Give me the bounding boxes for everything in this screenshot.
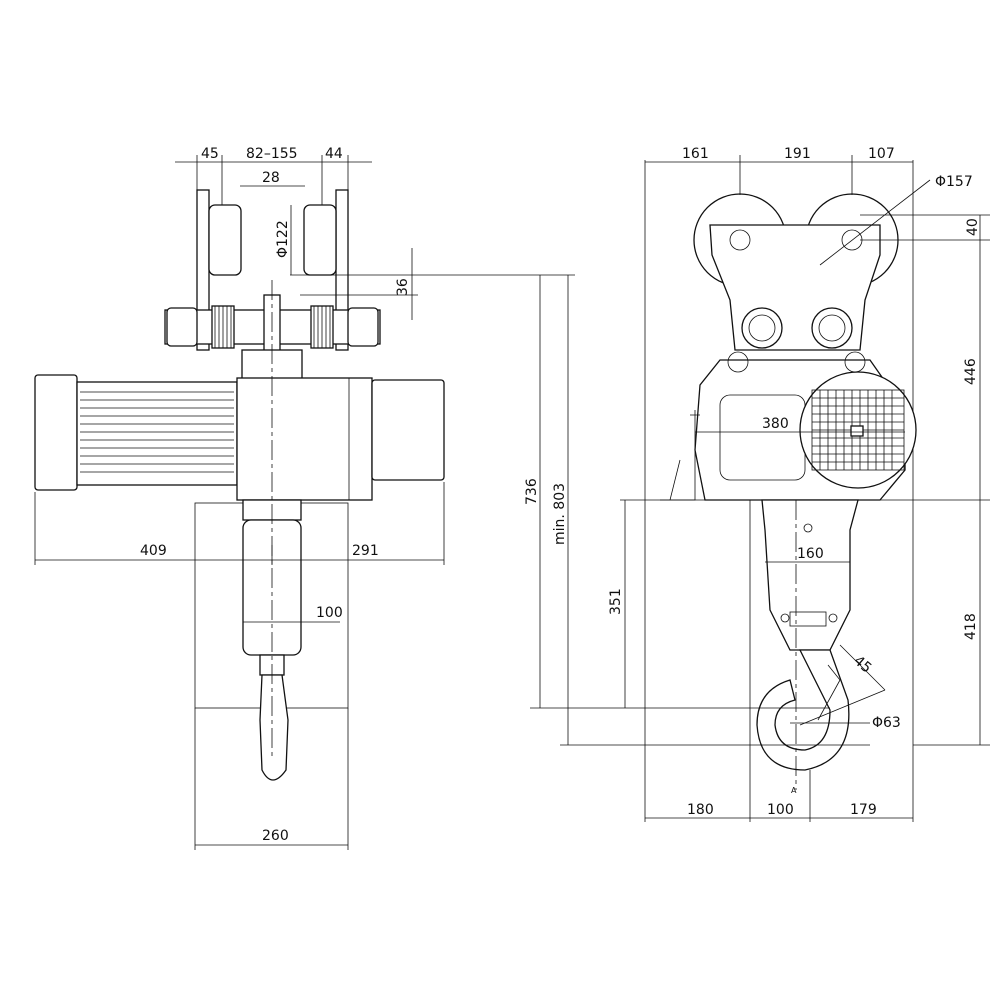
dim-base-width: 260	[262, 828, 289, 844]
dim-wheel-axis: 40	[965, 218, 981, 236]
dim-wheel-dia: Φ122	[275, 220, 291, 258]
dim-side-wheel-dia: Φ157	[935, 174, 973, 190]
dim-block-height: 351	[608, 588, 624, 615]
dim-bottom-left: 180	[687, 802, 714, 818]
dim-right-length: 291	[352, 543, 379, 559]
dim-bottom-mid: 100	[767, 802, 794, 818]
dim-flange-range: 82–155	[246, 146, 298, 162]
left-wheel	[208, 204, 242, 276]
dim-flange-left: 45	[201, 146, 219, 162]
right-spring	[310, 305, 334, 349]
dim-lower-height: 418	[963, 613, 979, 640]
dim-bottom-right: 179	[850, 802, 877, 818]
dim-motor-width: 380	[762, 416, 789, 432]
lower-block	[761, 499, 859, 651]
motor-fins	[80, 391, 234, 473]
dim-wheel-offset: 28	[262, 170, 280, 186]
dim-flange-right: 44	[325, 146, 343, 162]
motor-endcap	[34, 374, 78, 491]
right-nut	[347, 307, 379, 347]
front-dimensions: 45 82–155 44 28 Φ122 36 409 291 100 260	[34, 146, 575, 850]
section-mark: A	[791, 786, 797, 795]
gearbox-cap	[371, 379, 445, 481]
dim-block-width: 160	[797, 546, 824, 562]
dim-left-length: 409	[140, 543, 167, 559]
side-dimensions: 161 191 107 Φ157 40 446 418 380 736 min.…	[524, 146, 990, 819]
dim-hook-width: 100	[316, 605, 343, 621]
dim-hook-dia: Φ63	[872, 715, 901, 731]
dim-top-left: 161	[682, 146, 709, 162]
front-view	[34, 189, 445, 781]
dim-hook-angle: 45	[850, 653, 874, 677]
motor-body	[76, 381, 238, 486]
side-view	[620, 160, 990, 822]
right-wheel	[303, 204, 337, 276]
trolley-plate	[709, 224, 881, 351]
dim-height-min: min. 803	[552, 483, 568, 545]
hook-body	[259, 674, 289, 781]
dim-top-right: 107	[868, 146, 895, 162]
dim-top-mid: 191	[784, 146, 811, 162]
left-spring	[211, 305, 235, 349]
side-hook	[756, 649, 850, 771]
dim-rail-gap: 36	[395, 278, 411, 296]
left-nut	[166, 307, 198, 347]
dim-height-total: 736	[524, 478, 540, 505]
gearbox-housing	[236, 377, 373, 501]
dim-upper-height: 446	[963, 358, 979, 385]
